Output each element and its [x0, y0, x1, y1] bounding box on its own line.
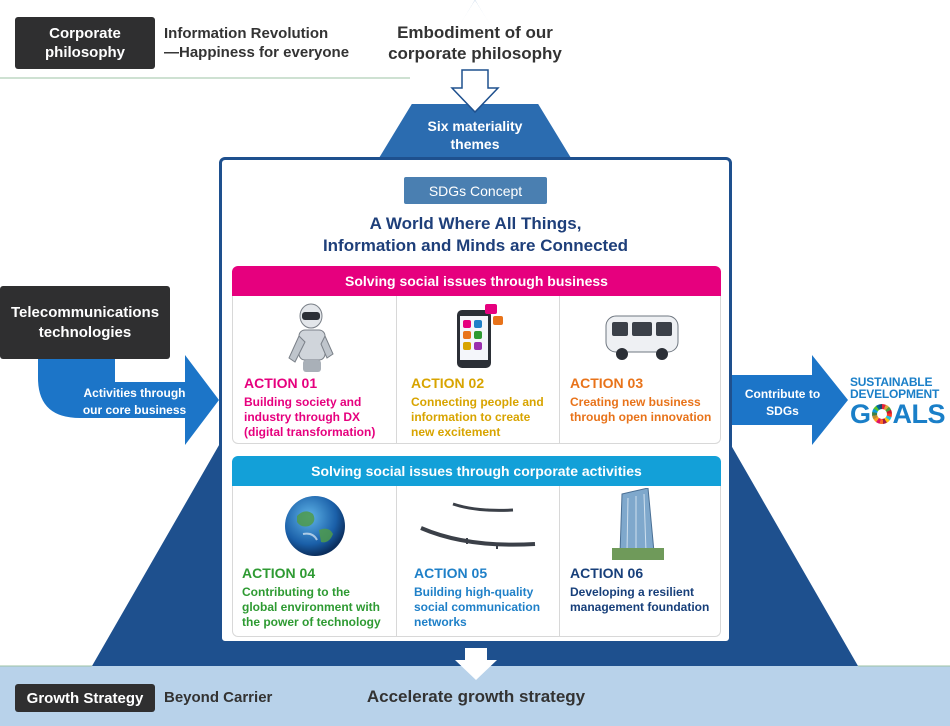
smartphone-image — [457, 304, 503, 368]
earth-image — [285, 496, 345, 556]
telecom-technologies-label: Telecommunications technologies — [0, 286, 170, 359]
pyramid-apex-highlight — [410, 0, 540, 104]
corporate-philosophy-text: Information Revolution —Happiness for ev… — [164, 25, 350, 61]
embodiment-text: Embodiment of our corporate philosophy — [388, 23, 562, 63]
corporate-philosophy-label: Corporate philosophy — [15, 17, 155, 69]
concept-headline: A World Where All Things, Information an… — [322, 214, 629, 255]
business-band: Solving social issues through business — [232, 266, 721, 296]
action-02-title: ACTION 02 — [411, 375, 485, 391]
sdgs-logo: SUSTAINABLE DEVELOPMENT G ALS — [850, 375, 950, 429]
stratospheric-aircraft-image — [420, 502, 536, 549]
corporate-panel: ACTION 04 Contributing to the global env… — [232, 486, 721, 637]
action-05-card: ACTION 05 Building high-quality social c… — [396, 486, 560, 636]
action-01-desc: Building society and industry through DX… — [244, 395, 376, 439]
action-05-title: ACTION 05 — [414, 565, 488, 581]
sdgs-logo-line2: DEVELOPMENT — [850, 387, 940, 401]
down-arrow-bottom — [455, 648, 497, 680]
right-arrow — [732, 355, 848, 445]
sdgs-wheel-icon — [871, 404, 892, 424]
action-03-title: ACTION 03 — [570, 375, 644, 391]
sdgs-logo-line1: SUSTAINABLE — [850, 375, 933, 389]
action-04-title: ACTION 04 — [242, 565, 316, 581]
down-arrow-top — [450, 69, 500, 114]
action-03-card: ACTION 03 Creating new business through … — [559, 296, 721, 443]
action-06-desc: Developing a resilient management founda… — [570, 585, 710, 614]
robot-image — [288, 303, 334, 372]
action-02-card: ACTION 02 Connecting people and informat… — [396, 296, 560, 443]
action-06-title: ACTION 06 — [570, 565, 644, 581]
business-panel: ACTION 01 Building society and industry … — [232, 296, 721, 444]
action-04-desc: Contributing to the global environment w… — [242, 585, 381, 629]
action-02-desc: Connecting people and information to cre… — [411, 395, 544, 439]
autonomous-bus-image — [605, 315, 679, 360]
office-building-image — [612, 488, 664, 560]
core-business-arrow-text: Activities through our core business — [82, 386, 187, 417]
sdgs-logo-als: ALS — [892, 399, 946, 429]
materiality-text: Six materiality themes — [427, 118, 523, 152]
action-01-title: ACTION 01 — [244, 375, 318, 391]
left-arrow — [38, 355, 219, 445]
base-trapezoid — [55, 666, 895, 726]
accelerate-growth-text: Accelerate growth strategy — [366, 687, 586, 706]
action-04-card: ACTION 04 Contributing to the global env… — [233, 486, 396, 636]
sdgs-logo-g: G — [850, 399, 871, 429]
sdgs-logo-line3: G ALS — [850, 399, 950, 429]
action-05-desc: Building high-quality social communicati… — [414, 585, 541, 629]
growth-strategy-label: Growth Strategy — [15, 684, 155, 712]
sdgs-concept-badge: SDGs Concept — [404, 177, 547, 204]
action-03-desc: Creating new business through open innov… — [570, 395, 712, 424]
action-06-card: ACTION 06 Developing a resilient managem… — [559, 486, 721, 636]
action-01-card: ACTION 01 Building society and industry … — [233, 296, 396, 443]
growth-strategy-text: Beyond Carrier — [164, 689, 273, 706]
corporate-band: Solving social issues through corporate … — [232, 456, 721, 486]
contribute-sdgs-text: Contribute to SDGs — [744, 387, 821, 418]
sdgs-concept-card: SDGs Concept A World Where All Things, I… — [219, 157, 732, 644]
